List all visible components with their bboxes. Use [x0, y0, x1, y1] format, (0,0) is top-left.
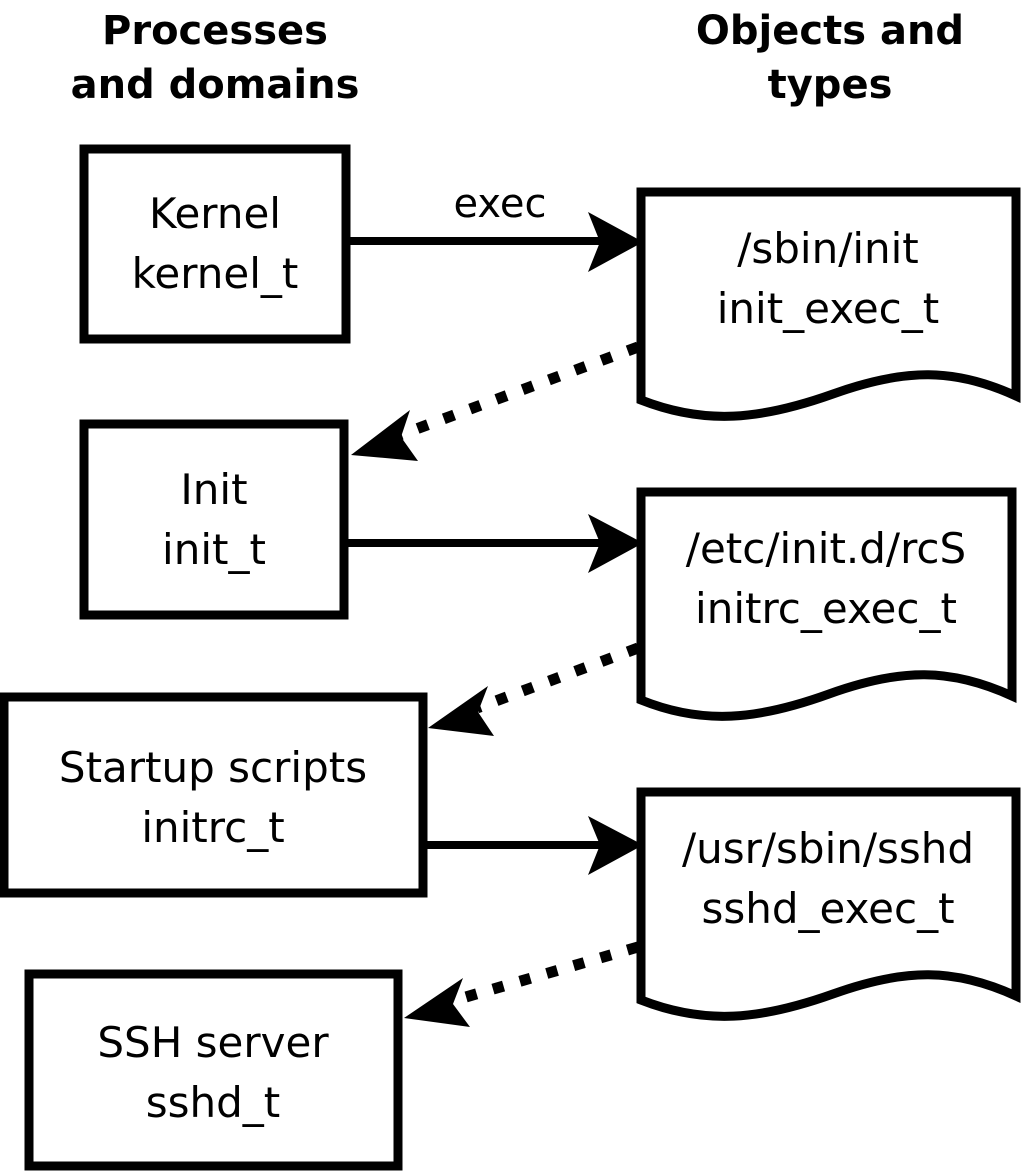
node-box: [79, 144, 351, 344]
node-label-line2: initrc_exec_t: [695, 584, 957, 633]
node-box: [0, 692, 428, 898]
arrow-head-icon: [588, 212, 643, 272]
edge-line: [398, 341, 640, 441]
node-box: [24, 969, 403, 1171]
edge-label-exec: exec: [454, 181, 547, 227]
column-heading-processes: Processes and domains: [71, 8, 360, 108]
node-label-line1: /sbin/init: [737, 224, 919, 273]
process-node-kernel[interactable]: Kernel kernel_t: [79, 144, 351, 344]
node-label-line1: Startup scripts: [59, 743, 367, 792]
node-label-line2: init_t: [162, 525, 266, 574]
node-label-line2: initrc_t: [141, 803, 284, 852]
object-node-init_exec[interactable]: /sbin/init init_exec_t: [636, 187, 1021, 421]
arrow-head-icon: [588, 514, 643, 573]
heading-processes-line2: and domains: [71, 62, 360, 108]
node-label-line2: kernel_t: [132, 249, 299, 298]
arrow-head-icon: [588, 816, 643, 875]
node-label-line2: sshd_t: [146, 1078, 281, 1127]
edge-sshd_exec-transition-sshd: [404, 941, 640, 1027]
object-node-sshd_exec[interactable]: /usr/sbin/sshd sshd_exec_t: [636, 787, 1021, 1021]
document-shape: [636, 187, 1021, 421]
edge-init-exec-initrc_exec: [348, 514, 643, 573]
document-shape: [636, 787, 1021, 1021]
node-label-line2: sshd_exec_t: [701, 884, 954, 933]
node-label-line1: /etc/init.d/rcS: [686, 524, 966, 573]
heading-objects-line2: types: [768, 62, 893, 108]
node-label-line1: Init: [180, 465, 247, 514]
arrow-head-icon: [428, 686, 494, 736]
edge-initrc-exec-sshd_exec: [427, 816, 643, 875]
process-node-init[interactable]: Init init_t: [79, 419, 349, 620]
edge-line: [450, 941, 640, 1007]
object-node-initrc_exec[interactable]: /etc/init.d/rcS initrc_exec_t: [636, 487, 1017, 721]
edge-initrc_exec-transition-initrc: [428, 642, 640, 736]
arrow-head-icon: [351, 410, 418, 461]
heading-objects-line1: Objects and: [696, 8, 964, 54]
process-node-sshd[interactable]: SSH server sshd_t: [24, 969, 403, 1171]
node-label-line1: /usr/sbin/sshd: [682, 824, 974, 873]
heading-processes-line1: Processes: [102, 8, 328, 54]
node-label-line1: Kernel: [149, 189, 281, 238]
node-box: [79, 419, 349, 620]
edge-init_exec-transition-init: [351, 341, 640, 461]
node-label-line2: init_exec_t: [717, 284, 940, 333]
node-label-line1: SSH server: [97, 1018, 329, 1067]
edge-kernel-exec-init_exec: exec: [350, 181, 643, 272]
document-shape: [636, 487, 1017, 721]
column-heading-objects: Objects and types: [696, 8, 964, 108]
edge-line: [475, 642, 640, 714]
arrow-head-icon: [404, 978, 470, 1027]
process-node-initrc[interactable]: Startup scripts initrc_t: [0, 692, 428, 898]
